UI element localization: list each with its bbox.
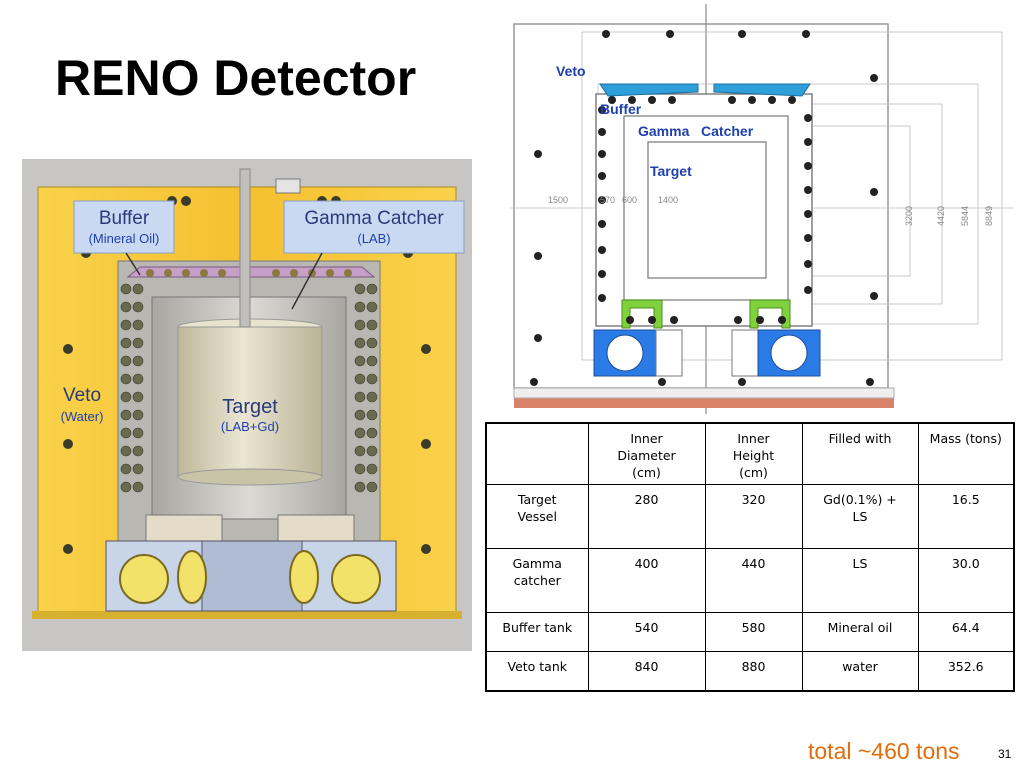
dim-h-600: 600 xyxy=(622,195,637,205)
gamma-catcher-sub-label: (LAB) xyxy=(357,231,390,246)
table-cell: 280 xyxy=(587,483,706,550)
dim-h-1400: 1400 xyxy=(658,195,678,205)
dim-h-1500: 1500 xyxy=(548,195,568,205)
table-cell: 16.5 xyxy=(917,483,1015,550)
table-cell: LS xyxy=(801,548,919,614)
table-cell: 580 xyxy=(704,612,803,652)
table-cell: Mineral oil xyxy=(801,612,919,652)
table-cell: Veto tank xyxy=(485,650,589,692)
detector-schematic-drawing: Veto Buffer Gamma Catcher Target 1500 57… xyxy=(510,4,1013,414)
dim-v-4420: 4420 xyxy=(936,206,946,226)
table-cell: 880 xyxy=(704,650,803,692)
schematic-target-label: Target xyxy=(650,163,692,179)
table-cell: 352.6 xyxy=(917,650,1015,692)
schematic-buffer-label: Buffer xyxy=(600,101,642,117)
table-cell: 540 xyxy=(587,612,706,652)
header-filled-with: Filled with xyxy=(801,422,919,485)
table-cell: water xyxy=(801,650,919,692)
dim-h-570: 570 xyxy=(600,195,615,205)
schematic-veto-label: Veto xyxy=(556,63,586,79)
detector-cutaway-illustration: Buffer (Mineral Oil) Gamma Catcher (LAB)… xyxy=(22,159,472,651)
veto-sub-label: (Water) xyxy=(61,409,104,424)
target-label: Target xyxy=(222,396,278,418)
table-cell: 840 xyxy=(587,650,706,692)
target-sub-label: (LAB+Gd) xyxy=(221,419,279,434)
dim-v-3200: 3200 xyxy=(904,206,914,226)
table-cell: 64.4 xyxy=(917,612,1015,652)
table-cell: Gd(0.1%) +LS xyxy=(801,483,919,550)
table-cell: 440 xyxy=(704,548,803,614)
gamma-catcher-label: Gamma Catcher xyxy=(304,208,444,229)
schematic-gamma-catcher-label: Gamma Catcher xyxy=(638,123,754,139)
buffer-label: Buffer xyxy=(99,208,150,229)
table-cell: 320 xyxy=(704,483,803,550)
table-cell: 30.0 xyxy=(917,548,1015,614)
header-cell-blank xyxy=(485,422,589,485)
table-cell: Buffer tank xyxy=(485,612,589,652)
header-mass: Mass (tons) xyxy=(917,422,1015,485)
dim-v-8849: 8849 xyxy=(984,206,994,226)
total-mass-note: total ~460 tons xyxy=(808,738,960,764)
slide-title: RENO Detector xyxy=(55,50,417,106)
table-cell: 400 xyxy=(587,548,706,614)
dim-v-5844: 5844 xyxy=(960,206,970,226)
slide-number: 31 xyxy=(998,747,1012,761)
buffer-sub-label: (Mineral Oil) xyxy=(89,231,160,246)
veto-label: Veto xyxy=(63,385,101,406)
